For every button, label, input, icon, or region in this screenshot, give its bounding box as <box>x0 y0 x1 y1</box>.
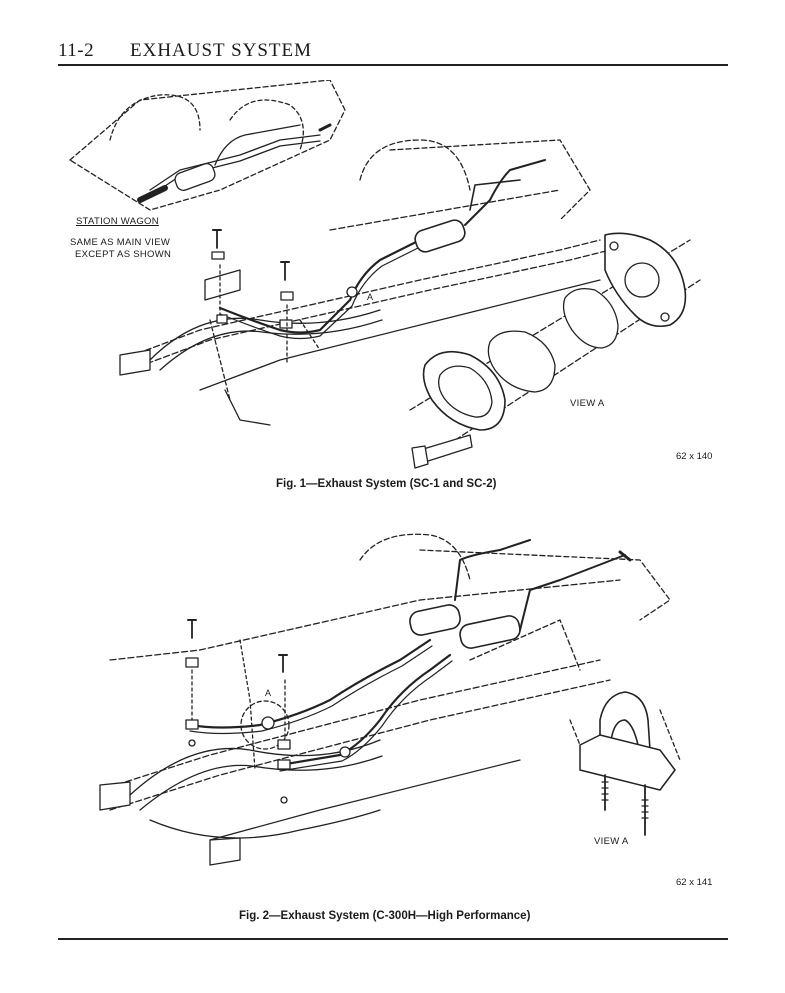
fig1-view-a-label: VIEW A <box>570 398 605 409</box>
figure-2-caption: Fig. 2—Exhaust System (C-300H—High Perfo… <box>239 910 531 922</box>
fig1-callout-a: A <box>367 292 374 302</box>
page-header: 11-2 EXHAUST SYSTEM <box>58 38 728 66</box>
footer-rule <box>58 938 728 940</box>
fig1-view-a-detail <box>409 232 701 469</box>
figure-2-illustration <box>99 533 681 866</box>
page-number: 11-2 <box>58 40 95 61</box>
fig2-chassis <box>99 533 671 866</box>
station-wagon-inset <box>69 80 346 211</box>
fig1-exhaust-pipes <box>218 159 546 340</box>
fig1-hangers <box>211 229 294 366</box>
figure-1-caption: Fig. 1—Exhaust System (SC-1 and SC-2) <box>276 478 497 490</box>
fig1-chassis <box>119 139 611 426</box>
fig2-code: 62 x 141 <box>676 877 713 888</box>
fig2-view-a-clamp <box>569 691 681 836</box>
figure-1-illustration <box>69 80 701 469</box>
inset-note-line2: EXCEPT AS SHOWN <box>75 249 172 260</box>
fig2-view-a-label: VIEW A <box>594 836 629 847</box>
inset-title: STATION WAGON <box>76 216 159 227</box>
inset-note-line1: SAME AS MAIN VIEW <box>70 237 171 248</box>
fig2-exhaust-pipes <box>188 539 632 772</box>
section-title: EXHAUST SYSTEM <box>130 40 313 61</box>
fig2-callout-a: A <box>265 688 272 698</box>
fig1-code: 62 x 140 <box>676 451 713 462</box>
fig2-hangers <box>185 619 291 804</box>
header-rule <box>58 64 728 66</box>
